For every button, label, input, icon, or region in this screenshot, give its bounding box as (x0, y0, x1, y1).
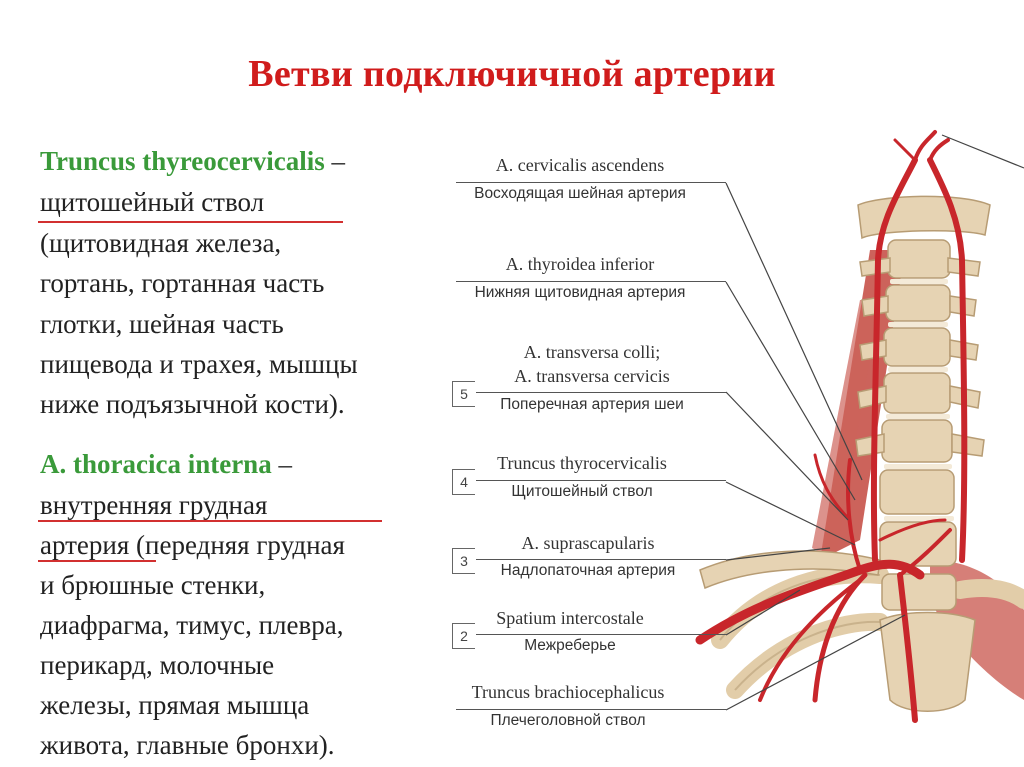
label-divider (456, 182, 726, 183)
figure-label-number: 3 (452, 548, 475, 574)
figure-label-latin: Truncus brachiocephalicus (471, 682, 665, 702)
section1-line: щитошейный ствол (40, 187, 265, 217)
section1-line: глотки, шейная часть (40, 309, 284, 339)
section1-line: (щитовидная железа, (40, 228, 282, 258)
section1-line: ниже подъязычной кости). (40, 389, 345, 419)
figure-label-latin: A. suprascapularis (521, 533, 655, 553)
figure-label-latin: A. thyroidea inferior (505, 254, 655, 274)
section2-line: и брюшные стенки, (40, 570, 266, 600)
section2-heading: A. thoracica interna – (40, 449, 292, 480)
slide-title: Ветви подключичной артерии (248, 53, 776, 95)
figure-label-russian: Нижняя щитовидная артерия (474, 284, 686, 301)
figure-label-latin: A. cervicalis ascendens (495, 155, 665, 175)
figure-label-latin: Spatium intercostale (496, 608, 644, 628)
label-divider (476, 392, 726, 393)
figure-label-russian: Плечеголовной ствол (490, 712, 646, 729)
section2-term: A. thoracica interna (40, 449, 272, 479)
figure-label-russian: Надлопаточная артерия (500, 562, 676, 579)
label-divider (476, 559, 726, 560)
figure-label-russian: Щитошейный ствол (511, 483, 653, 500)
section1-term: Truncus thyreocervicalis (40, 146, 325, 176)
label-divider (456, 709, 726, 710)
figure-label-russian: Восходящая шейная артерия (474, 185, 686, 202)
section2-underline (38, 560, 156, 562)
figure-label-latin: A. transversa cervicis (514, 366, 670, 386)
section2-line: артерия (передняя грудная (40, 530, 345, 560)
figure-label-russian: Поперечная артерия шеи (500, 396, 684, 413)
label-divider (476, 634, 726, 635)
section1-line: гортань, гортанная часть (40, 268, 325, 298)
figure-label-russian: Межреберье (524, 637, 616, 654)
figure-label-latin: A. transversa colli; (523, 342, 661, 362)
section2-line: живота, главные бронхи). (40, 730, 335, 760)
section2-line: железы, прямая мышца (40, 690, 310, 720)
section2-underline (38, 520, 382, 522)
section1-underline (38, 221, 343, 223)
label-divider (476, 480, 726, 481)
figure-label-number: 2 (452, 623, 475, 649)
section2-dash: – (271, 449, 292, 479)
figure-label-number: 5 (452, 381, 475, 407)
section2-line: внутренняя грудная (40, 490, 268, 520)
section1-dash: – (324, 146, 345, 176)
section1-heading: Truncus thyreocervicalis – (40, 146, 345, 177)
section2-line: диафрагма, тимус, плевра, (40, 610, 344, 640)
section1-line: пищевода и трахея, мышцы (40, 349, 358, 379)
figure-label-number: 4 (452, 469, 475, 495)
label-divider (456, 281, 726, 282)
figure-label-latin: Truncus thyrocervicalis (497, 453, 667, 473)
section2-line: перикард, молочные (40, 650, 275, 680)
